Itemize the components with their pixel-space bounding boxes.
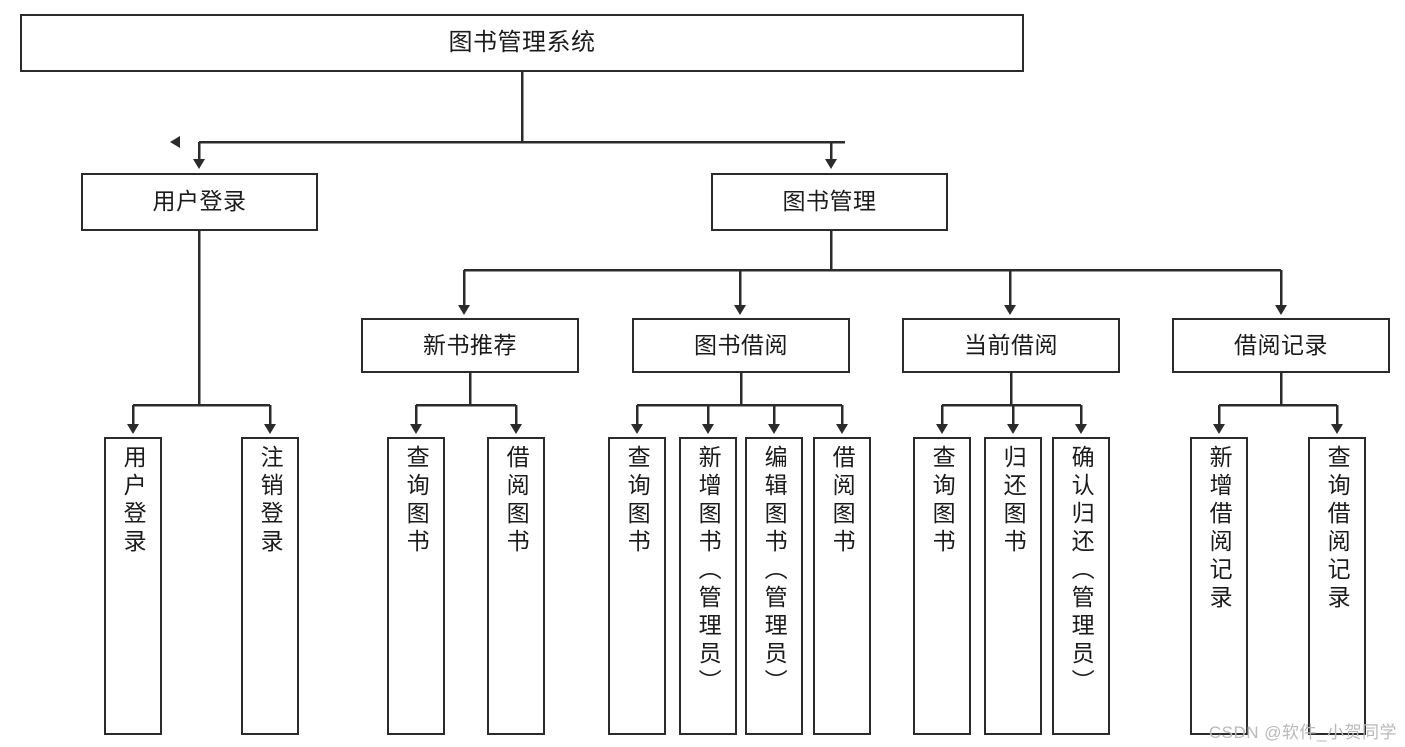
node-borrow-record[interactable]: 借阅记录 [1172,318,1390,373]
node-leaf-confirm-return-admin[interactable]: 确认归还（管理员） [1052,437,1110,735]
node-new-book-recommend[interactable]: 新书推荐 [361,318,579,373]
node-book-manage[interactable]: 图书管理 [711,173,948,231]
node-leaf-borrow-book-label: 借阅图书 [829,445,856,557]
node-leaf-query-borrow-record[interactable]: 查询借阅记录 [1308,437,1366,735]
node-leaf-query-book-rec[interactable]: 查询图书 [387,437,445,735]
node-current-borrow[interactable]: 当前借阅 [902,318,1120,373]
node-leaf-borrow-book-rec-label: 借阅图书 [503,445,530,557]
node-leaf-query-book-borrow-label: 查询图书 [624,445,651,557]
node-leaf-borrow-book[interactable]: 借阅图书 [813,437,871,735]
node-book-manage-label: 图书管理 [782,188,877,215]
node-user-login[interactable]: 用户登录 [81,173,318,231]
node-leaf-edit-book-admin[interactable]: 编辑图书（管理员） [745,437,803,735]
node-current-borrow-label: 当前借阅 [964,331,1058,358]
node-leaf-borrow-book-rec[interactable]: 借阅图书 [487,437,545,735]
node-leaf-user-login-label: 用户登录 [120,445,147,557]
node-leaf-add-borrow-record[interactable]: 新增借阅记录 [1190,437,1248,735]
node-leaf-query-book-current[interactable]: 查询图书 [913,437,971,735]
watermark: CSDN @软件_小贺同学 [1208,723,1397,742]
node-leaf-add-book-admin-label: 新增图书（管理员） [695,445,722,697]
node-leaf-return-book[interactable]: 归还图书 [984,437,1042,735]
node-leaf-logout[interactable]: 注销登录 [241,437,299,735]
node-leaf-add-borrow-record-label: 新增借阅记录 [1206,445,1233,613]
node-leaf-return-book-label: 归还图书 [1000,445,1027,557]
node-user-login-label: 用户登录 [152,188,247,215]
node-leaf-query-borrow-record-label: 查询借阅记录 [1324,445,1351,613]
node-leaf-query-book-rec-label: 查询图书 [403,445,430,557]
node-leaf-query-book-current-label: 查询图书 [929,445,956,557]
node-leaf-logout-label: 注销登录 [257,445,284,557]
node-borrow-record-label: 借阅记录 [1234,331,1328,358]
node-leaf-user-login[interactable]: 用户登录 [104,437,162,735]
node-book-borrow[interactable]: 图书借阅 [632,318,850,373]
node-book-borrow-label: 图书借阅 [694,331,788,358]
node-root-label: 图书管理系统 [448,28,596,56]
node-leaf-edit-book-admin-label: 编辑图书（管理员） [761,445,788,697]
node-leaf-confirm-return-admin-label: 确认归还（管理员） [1068,445,1095,697]
node-leaf-add-book-admin[interactable]: 新增图书（管理员） [679,437,737,735]
node-leaf-query-book-borrow[interactable]: 查询图书 [608,437,666,735]
node-root[interactable]: 图书管理系统 [20,14,1024,72]
node-new-book-recommend-label: 新书推荐 [423,331,517,358]
